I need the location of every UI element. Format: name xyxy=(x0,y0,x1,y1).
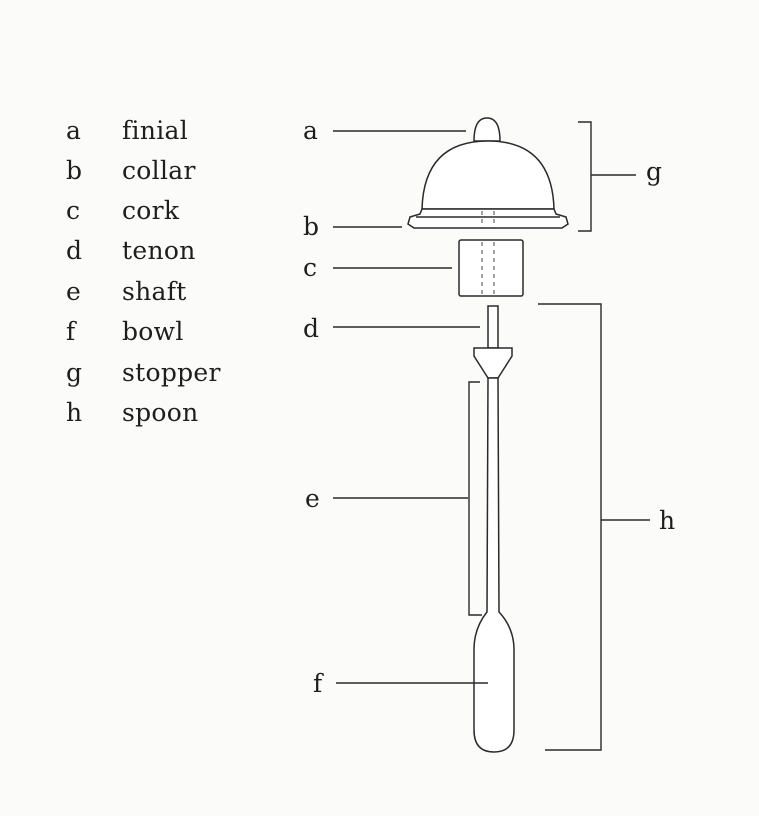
cork-shape xyxy=(458,239,524,297)
legend-term-collar: collar xyxy=(122,156,196,185)
collar-shape xyxy=(407,208,569,229)
shaft-shape xyxy=(473,377,515,753)
legend-term-shaft: shaft xyxy=(122,277,187,306)
dome-shape xyxy=(421,140,555,210)
bracket-g xyxy=(578,121,592,232)
callout-a: a xyxy=(303,116,318,145)
legend-letter-h: h xyxy=(66,398,83,427)
legend-letter-g: g xyxy=(66,358,83,387)
legend-term-finial: finial xyxy=(122,116,189,145)
bracket-e xyxy=(468,381,482,616)
legend-term-stopper: stopper xyxy=(122,358,221,387)
legend-term-tenon: tenon xyxy=(122,236,196,265)
legend-term-spoon: spoon xyxy=(122,398,199,427)
legend-letter-e: e xyxy=(66,277,81,306)
legend-term-bowl: bowl xyxy=(122,317,184,346)
legend-letter-b: b xyxy=(66,156,83,185)
callout-d: d xyxy=(303,314,319,343)
finial-shape xyxy=(473,117,501,142)
legend-letter-c: c xyxy=(66,196,81,225)
legend-letter-f: f xyxy=(66,317,76,346)
callout-f: f xyxy=(313,669,324,698)
callout-e: e xyxy=(305,484,320,513)
legend-term-cork: cork xyxy=(122,196,180,225)
callout-c: c xyxy=(303,253,317,282)
legend-letter-d: d xyxy=(66,236,83,265)
tenon-shape xyxy=(487,305,499,349)
callout-b: b xyxy=(303,212,319,241)
legend-letter-a: a xyxy=(66,116,81,145)
bracket-h xyxy=(538,303,602,751)
callout-h: h xyxy=(659,506,675,535)
callout-g: g xyxy=(646,157,662,186)
spoon-cone-shape xyxy=(473,347,513,379)
